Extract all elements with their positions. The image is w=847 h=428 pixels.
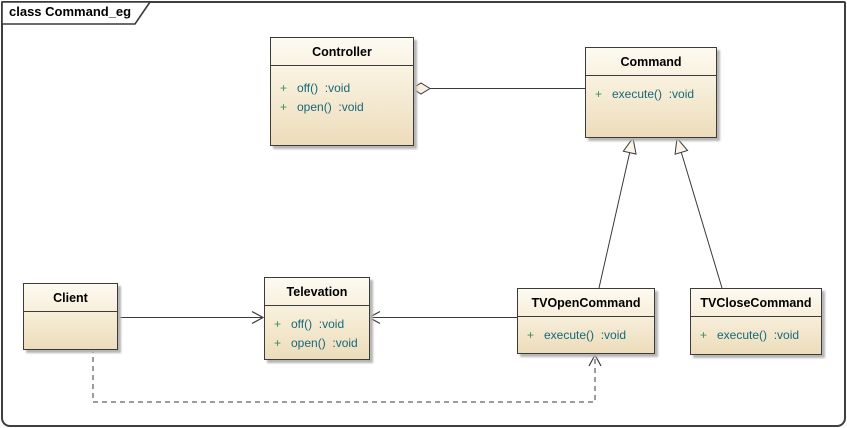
class-name: TVCloseCommand (691, 289, 821, 317)
operation-signature: open() :void (291, 335, 358, 350)
operation-signature: off() :void (291, 316, 345, 331)
class-operations: + execute() :void (691, 317, 821, 354)
class-box-tvopencommand[interactable]: TVOpenCommand + execute() :void (517, 288, 655, 354)
operation-row: + open() :void (274, 333, 365, 352)
class-operations: + execute() :void (586, 76, 716, 137)
visibility-public-icon: + (280, 99, 288, 114)
dependency-client-tvopencommand[interactable] (92, 348, 602, 403)
class-name: TVOpenCommand (518, 289, 654, 317)
operation-row: + off() :void (274, 314, 365, 333)
class-box-client[interactable]: Client (23, 283, 118, 350)
class-operations: + off() :void + open() :void (265, 306, 369, 359)
operation-signature: off() :void (297, 80, 351, 95)
operation-signature: execute() :void (544, 327, 627, 342)
generalization-tvclosecommand-command[interactable] (674, 136, 723, 289)
visibility-public-icon: + (595, 86, 603, 101)
diagram-title: class Command_eg (9, 4, 132, 19)
operation-row: + open() :void (280, 97, 409, 116)
visibility-public-icon: + (274, 316, 282, 331)
operation-signature: execute() :void (612, 86, 695, 101)
aggregation-controller-command[interactable] (411, 82, 585, 95)
visibility-public-icon: + (700, 327, 708, 342)
class-box-command[interactable]: Command + execute() :void (585, 47, 717, 138)
operation-row: + off() :void (280, 78, 409, 97)
class-name: Client (24, 284, 117, 312)
operation-row: + execute() :void (595, 84, 712, 103)
class-box-tvclosecommand[interactable]: TVCloseCommand + execute() :void (690, 288, 822, 355)
class-operations: + execute() :void (518, 317, 654, 353)
visibility-public-icon: + (527, 327, 535, 342)
class-name: Command (586, 48, 716, 76)
operation-row: + execute() :void (527, 325, 650, 344)
operation-signature: open() :void (297, 99, 364, 114)
aggregation-diamond-icon (411, 82, 431, 95)
class-box-controller[interactable]: Controller + off() :void + open() :void (270, 37, 414, 146)
class-name: Controller (271, 38, 413, 66)
generalization-tvopencommand-command[interactable] (598, 136, 637, 289)
operation-row: + execute() :void (700, 325, 817, 344)
class-operations (24, 312, 117, 349)
visibility-public-icon: + (274, 335, 282, 350)
class-operations: + off() :void + open() :void (271, 66, 413, 145)
class-name: Televation (265, 278, 369, 306)
class-box-televation[interactable]: Televation + off() :void + open() :void (264, 277, 370, 360)
operation-signature: execute() :void (717, 327, 800, 342)
visibility-public-icon: + (280, 80, 288, 95)
